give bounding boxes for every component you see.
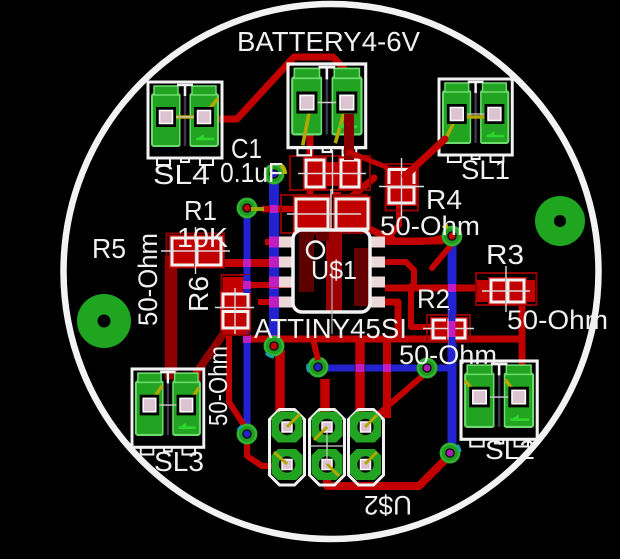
svg-text:50-Ohm: 50-Ohm (203, 346, 233, 426)
svg-text:U$1: U$1 (311, 255, 357, 285)
svg-text:10K: 10K (177, 222, 228, 253)
svg-text:C1: C1 (231, 133, 262, 164)
svg-text:ATTINY45SI: ATTINY45SI (254, 313, 407, 344)
svg-text:50-Ohm: 50-Ohm (399, 340, 497, 370)
svg-text:R4: R4 (426, 184, 462, 215)
svg-text:50-Ohm: 50-Ohm (133, 233, 163, 326)
svg-text:BATTERY4-6V: BATTERY4-6V (237, 26, 420, 57)
svg-text:R1: R1 (184, 195, 217, 226)
svg-text:R3: R3 (486, 239, 524, 270)
svg-text:R5: R5 (92, 233, 126, 264)
svg-text:50-Ohm: 50-Ohm (507, 305, 608, 335)
svg-text:50-Ohm: 50-Ohm (380, 211, 480, 241)
svg-text:0.1uF: 0.1uF (220, 157, 283, 188)
svg-text:SL4: SL4 (153, 159, 210, 190)
svg-text:SL2: SL2 (485, 435, 535, 465)
svg-text:R2: R2 (417, 284, 450, 314)
svg-text:SL1: SL1 (461, 155, 510, 185)
svg-text:SL3: SL3 (154, 446, 204, 477)
svg-text:U$2: U$2 (364, 490, 412, 520)
svg-text:R6: R6 (183, 276, 214, 312)
